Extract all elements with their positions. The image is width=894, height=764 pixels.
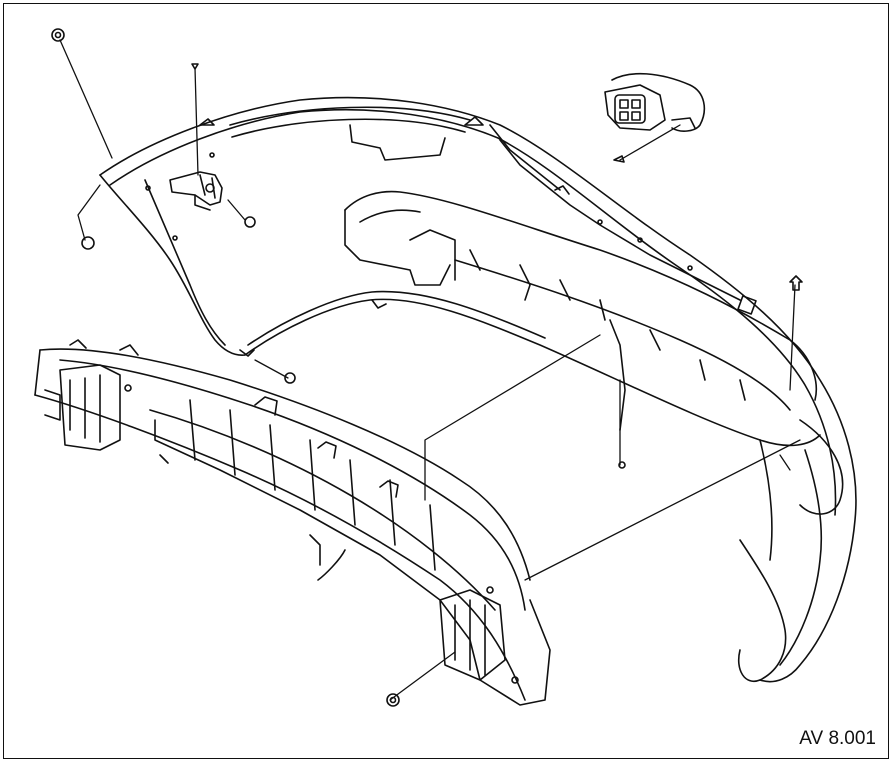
side-bracket-icon xyxy=(344,190,817,431)
push-clip-fastener-icon xyxy=(51,28,626,707)
parking-sensor-bracket-icon xyxy=(169,171,223,211)
bumper-cover-icon xyxy=(99,96,857,683)
bumper-reinforcement-icon xyxy=(34,339,551,706)
fog-lamp-connector-icon xyxy=(604,72,706,132)
screw-fastener-icon xyxy=(191,63,803,291)
reference-code-label: AV 8.001 xyxy=(799,728,876,749)
leader-lines xyxy=(59,39,801,701)
